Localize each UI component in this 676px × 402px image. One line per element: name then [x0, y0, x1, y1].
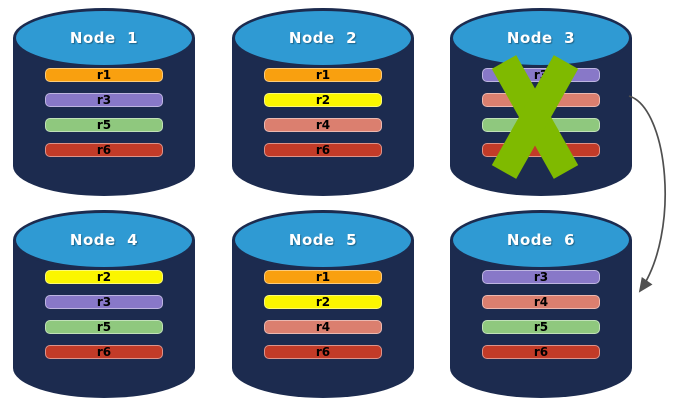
node-5: Node 5 r1 r2 r4 r6 — [232, 210, 414, 398]
replica-bar-r3: r3 — [482, 270, 600, 284]
replica-bar-r1: r1 — [264, 270, 382, 284]
replica-bar-r4: r4 — [264, 118, 382, 132]
node-2-replica-list: r1 r2 r4 r6 — [264, 68, 382, 157]
replica-bar-r6: r6 — [482, 345, 600, 359]
node-3-title: Node 3 — [506, 29, 576, 47]
replica-bar-r4: r4 — [482, 295, 600, 309]
replica-bar-r6: r6 — [264, 345, 382, 359]
replica-bar-r5: r5 — [45, 118, 163, 132]
node-4-replica-list: r2 r3 r5 r6 — [45, 270, 163, 359]
node-6-cylinder-top — [450, 210, 632, 270]
node-5-replica-list: r1 r2 r4 r6 — [264, 270, 382, 359]
node-1-replica-list: r1 r3 r5 r6 — [45, 68, 163, 157]
node-5-title: Node 5 — [288, 231, 358, 249]
node-4-title: Node 4 — [69, 231, 139, 249]
replica-bar-r5: r5 — [482, 320, 600, 334]
replica-bar-r3: r3 — [45, 93, 163, 107]
replica-bar-r1: r1 — [45, 68, 163, 82]
replica-bar-r6: r6 — [45, 345, 163, 359]
node-1-cylinder-top — [13, 8, 195, 68]
replica-bar-r6: r6 — [45, 143, 163, 157]
node-6-title: Node 6 — [506, 231, 576, 249]
replica-bar-r3: r3 — [45, 295, 163, 309]
replica-bar-r2: r2 — [264, 93, 382, 107]
failure-x-icon — [491, 55, 579, 179]
replica-bar-r4: r4 — [264, 320, 382, 334]
node-6: Node 6 r3 r4 r5 r6 — [450, 210, 632, 398]
replica-bar-r5: r5 — [45, 320, 163, 334]
node-2-title: Node 2 — [288, 29, 358, 47]
node-1-title: Node 1 — [69, 29, 139, 47]
replica-bar-r2: r2 — [264, 295, 382, 309]
replica-bar-r6: r6 — [264, 143, 382, 157]
replica-bar-r2: r2 — [45, 270, 163, 284]
node-2-cylinder-top — [232, 8, 414, 68]
node-5-cylinder-top — [232, 210, 414, 270]
node-4-cylinder-top — [13, 210, 195, 270]
node-3: Node 3 r3 — [450, 8, 632, 196]
node-1: Node 1 r1 r3 r5 r6 — [13, 8, 195, 196]
node-6-replica-list: r3 r4 r5 r6 — [482, 270, 600, 359]
replica-bar-r1: r1 — [264, 68, 382, 82]
node-2: Node 2 r1 r2 r4 r6 — [232, 8, 414, 196]
node-4: Node 4 r2 r3 r5 r6 — [13, 210, 195, 398]
node-3-cylinder-top — [450, 8, 632, 68]
